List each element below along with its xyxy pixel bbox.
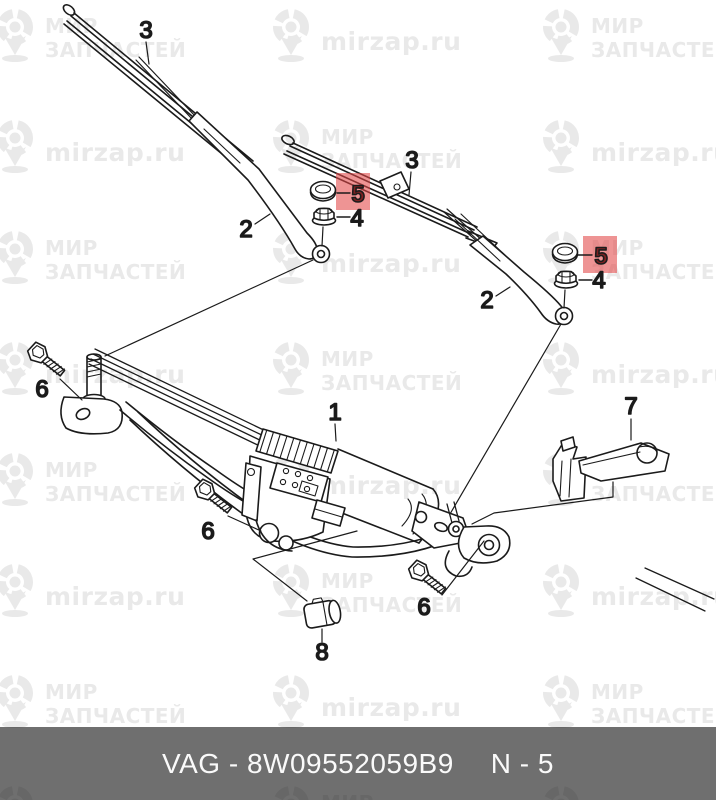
watermark-url: mirzap.ru: [538, 339, 716, 395]
callout-2-right: 2: [480, 286, 511, 315]
wiper-arm-right: [443, 208, 574, 326]
map-pin-badge-icon: [273, 342, 309, 395]
part-number-text: VAG - 8W09552059B9: [162, 747, 454, 779]
cap-nut-group-right: 5 4: [551, 236, 617, 309]
mount-bracket-7: [471, 436, 670, 525]
wiper-motor-assembly: [241, 428, 472, 552]
watermark-url: mirzap.ru: [0, 561, 185, 617]
left-pivot-assembly: [60, 353, 259, 507]
bolt-6-bottom-right: 6: [407, 540, 485, 622]
callout-label-highlighted: 5: [351, 181, 364, 208]
callout-1: 1: [328, 398, 342, 442]
bolt-6-top-left: 6: [26, 341, 83, 404]
watermark-url: mirzap.ru: [0, 117, 185, 173]
wiper-parts-diagram: 3 2 3: [26, 4, 715, 667]
map-pin-badge-icon: [0, 564, 33, 617]
watermark-url: mirzap.ru: [268, 228, 461, 284]
callout-3-left: 3: [139, 16, 153, 65]
watermark-url: mirzap.ru: [538, 561, 716, 617]
callout-label: 6: [201, 518, 214, 545]
cap-nut-group-left: 5 4: [309, 173, 370, 247]
watermark-url: mirzap.ru: [268, 672, 461, 728]
callout-label-highlighted: 5: [594, 243, 607, 270]
callout-label: 2: [480, 287, 493, 314]
leader-line-right-pivot: [449, 323, 562, 515]
watermark-url-text: mirzap.ru: [321, 27, 462, 56]
callout-2-left: 2: [239, 213, 271, 244]
leader-line-left-pivot: [104, 259, 314, 357]
page-ref-text: N - 5: [490, 747, 554, 779]
wiper-arm-left: [135, 56, 331, 264]
watermark-url-text: mirzap.ru: [321, 693, 462, 722]
map-pin-badge-icon: [0, 231, 33, 284]
watermark-url-text: mirzap.ru: [591, 360, 716, 389]
highlight-callout-5[interactable]: [336, 173, 370, 210]
map-pin-badge-icon: [543, 564, 579, 617]
watermark-url-text: mirzap.ru: [45, 138, 186, 167]
callout-label: 1: [328, 399, 341, 426]
map-pin-badge-icon: [0, 9, 33, 62]
callout-label: 3: [405, 147, 418, 174]
callout-label: 4: [350, 205, 363, 232]
callout-3-right: 3: [405, 146, 419, 196]
callout-label: 4: [592, 267, 605, 294]
map-pin-badge-icon: [273, 9, 309, 62]
linkage-rods: [88, 348, 273, 450]
callout-label: 2: [239, 216, 252, 243]
callout-label: 6: [35, 376, 48, 403]
right-pivot-assembly: [444, 501, 715, 612]
watermark-url-text: mirzap.ru: [591, 138, 716, 167]
map-pin-badge-icon: [0, 453, 33, 506]
nut-4-left: [311, 207, 337, 226]
map-pin-badge-icon: [273, 675, 309, 728]
map-pin-badge-icon: [0, 675, 33, 728]
watermark-url: mirzap.ru: [538, 117, 716, 173]
map-pin-badge-icon: [543, 675, 579, 728]
watermark-url: mirzap.ru: [268, 6, 461, 62]
map-pin-badge-icon: [0, 120, 33, 173]
callout-label: 8: [315, 639, 328, 666]
wiper-blade-right: [281, 134, 498, 249]
watermark-url-text: mirzap.ru: [321, 249, 462, 278]
rubber-bushing-8: 8: [252, 530, 358, 667]
watermark-url: mirzap.ru: [0, 339, 185, 395]
cap-5-left: [309, 180, 337, 202]
bolt-6-center: 6: [193, 478, 262, 546]
nut-4-right: [553, 270, 579, 289]
watermark-url-text: mirzap.ru: [45, 582, 186, 611]
callout-label: 3: [139, 17, 152, 44]
map-pin-badge-icon: [543, 9, 579, 62]
part-number-bar: VAG - 8W09552059B9 N - 5: [0, 727, 716, 800]
cap-5-right: [551, 242, 579, 264]
callout-label: 7: [624, 393, 637, 420]
map-pin-badge-icon: [543, 120, 579, 173]
map-pin-badge-icon: [273, 564, 309, 617]
map-pin-badge-icon: [0, 342, 33, 395]
callout-7: 7: [624, 392, 638, 441]
map-pin-badge-icon: [543, 342, 579, 395]
callout-label: 6: [417, 594, 430, 621]
